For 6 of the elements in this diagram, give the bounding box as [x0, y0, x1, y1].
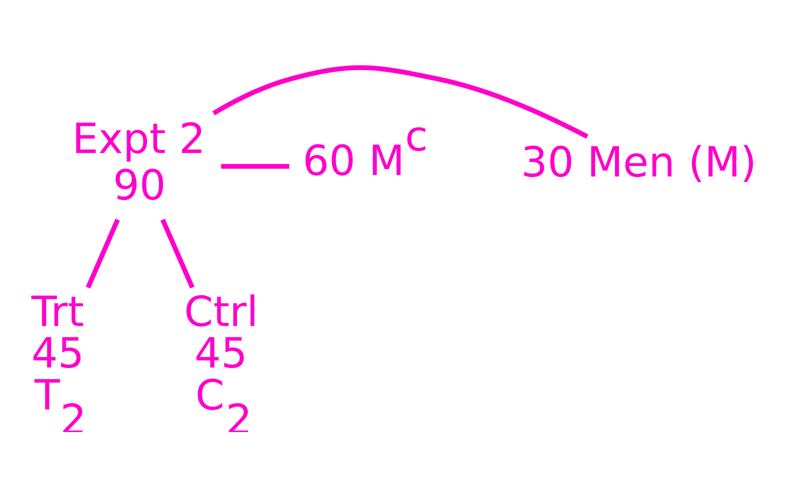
- connector: [86, 218, 120, 289]
- connector: [212, 65, 588, 139]
- connector: [221, 164, 290, 169]
- connector: [160, 218, 194, 289]
- node-text: 30 Men (M): [521, 137, 757, 186]
- node-text: Expt 2 90: [72, 114, 206, 210]
